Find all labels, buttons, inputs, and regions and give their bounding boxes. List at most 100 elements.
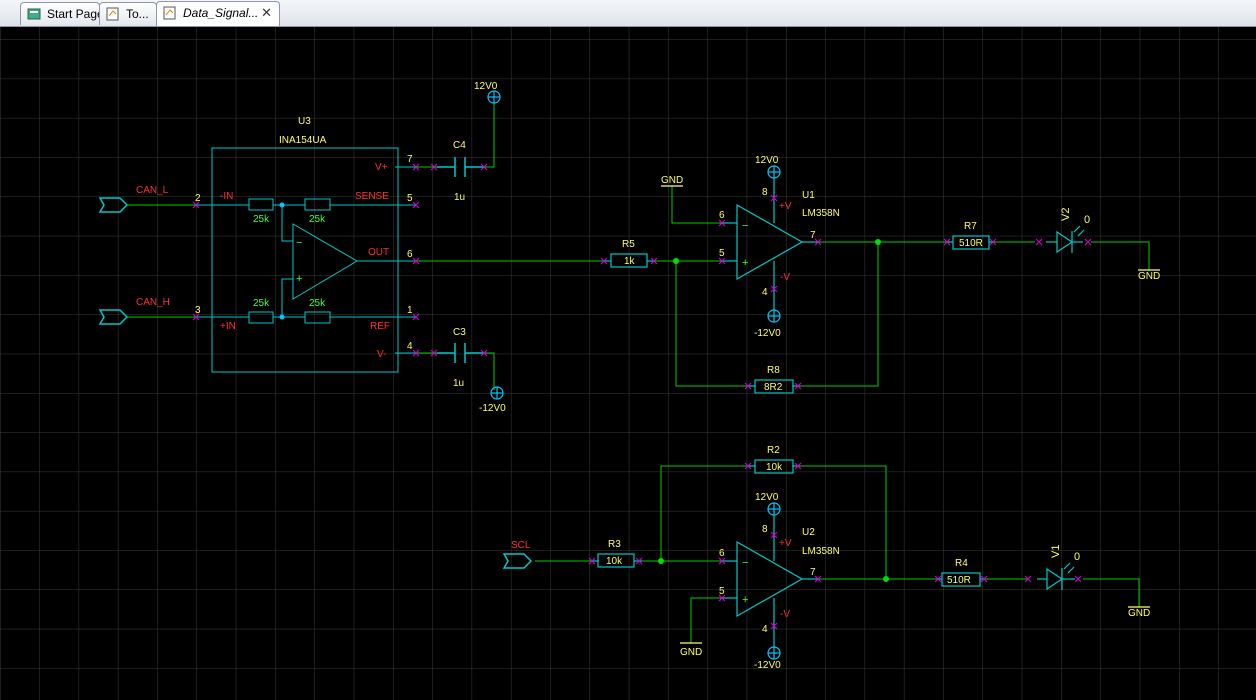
r25k-label: 25k xyxy=(253,298,270,309)
opamp-u2[interactable] xyxy=(722,515,818,647)
r25k-label: 25k xyxy=(309,214,326,225)
pin-markers xyxy=(192,163,1092,630)
tab-data-signal[interactable]: Data_Signal... ✕ xyxy=(156,1,280,26)
opamp-minus-sign: − xyxy=(742,220,748,232)
r7-ref: R7 xyxy=(964,221,977,232)
pin-number: 7 xyxy=(407,154,413,165)
led-v1[interactable] xyxy=(1037,562,1075,591)
opamp-minus-sign: − xyxy=(296,237,302,249)
gnd-label: GND xyxy=(680,647,702,658)
r5-value: 1k xyxy=(624,256,636,267)
r3-ref: R3 xyxy=(608,539,621,550)
pin-number: 5 xyxy=(719,586,725,597)
ina-junctions xyxy=(279,202,285,320)
document-tab-bar: Start Page To... Data_Signal... ✕ xyxy=(0,0,1256,27)
u2-value: LM358N xyxy=(802,546,840,557)
port-label-scl: SCL xyxy=(511,540,531,551)
pin-label-in-minus: -IN xyxy=(220,191,233,202)
tab-label: Start Page xyxy=(47,7,100,21)
power-symbol-12v-c4 xyxy=(487,90,501,104)
ina154-amplifier-u3[interactable] xyxy=(211,147,399,373)
pin-number: 2 xyxy=(195,193,201,204)
grid xyxy=(0,27,1256,700)
pin-label-ref: REF xyxy=(370,321,390,332)
gnd-label: GND xyxy=(661,175,683,186)
r25k-label: 25k xyxy=(309,298,326,309)
schematic-doc-icon xyxy=(106,7,120,21)
r25k-label: 25k xyxy=(253,214,270,225)
close-icon[interactable]: ✕ xyxy=(261,5,272,20)
port-label-can-l: CAN_L xyxy=(136,185,169,196)
pin-number: 6 xyxy=(407,249,413,260)
pin-number: 4 xyxy=(762,624,768,635)
pin-label-sense: SENSE xyxy=(355,191,389,202)
r8-ref: R8 xyxy=(767,365,780,376)
pin-label-vp: +V xyxy=(779,538,792,549)
c3-ref: C3 xyxy=(453,327,466,338)
pin-number: 4 xyxy=(762,287,768,298)
u1-value: LM358N xyxy=(802,208,840,219)
pin-label-vplus: V+ xyxy=(375,162,388,173)
pin-label-vm: -V xyxy=(780,609,790,620)
v1-value: 0 xyxy=(1074,551,1080,563)
c4-value: 1u xyxy=(454,192,465,203)
pin-number: 5 xyxy=(407,193,413,204)
pin-label-out: OUT xyxy=(368,247,389,258)
pin-number: 8 xyxy=(762,187,768,198)
port-scl[interactable] xyxy=(502,553,533,569)
port-can-h[interactable] xyxy=(98,309,129,325)
wires xyxy=(127,103,1150,643)
tab-label: Data_Signal... xyxy=(183,6,259,20)
pwr-label: -12V0 xyxy=(754,328,781,339)
led-v2[interactable] xyxy=(1046,225,1085,254)
pin-label-vm: -V xyxy=(780,272,790,283)
c4-ref: C4 xyxy=(453,140,466,151)
schematic-doc-icon xyxy=(163,6,177,20)
v2-ref: V2 xyxy=(1060,208,1072,221)
power-symbol-12v-u1 xyxy=(767,165,781,179)
v2-value: 0 xyxy=(1084,214,1090,226)
opamp-plus-sign: + xyxy=(296,273,302,285)
u1-ref: U1 xyxy=(802,190,815,201)
r4-ref: R4 xyxy=(955,558,968,569)
r3-value: 10k xyxy=(606,556,623,567)
schematic-canvas[interactable]: U3 INA154UA -IN +IN V+ SENSE OUT REF V- … xyxy=(0,27,1256,700)
opamp-plus-sign: + xyxy=(742,257,748,269)
pin-label-in-plus: +IN xyxy=(220,321,236,332)
gnd-label: GND xyxy=(1128,608,1150,619)
port-label-can-h: CAN_H xyxy=(136,297,170,308)
u3-value: INA154UA xyxy=(279,135,327,146)
u2-ref: U2 xyxy=(802,527,815,538)
power-symbol-m12v-c3 xyxy=(490,386,504,400)
r4-value: 510R xyxy=(947,575,971,586)
capacitor-c4[interactable] xyxy=(437,157,484,177)
tab-start-page[interactable]: Start Page xyxy=(20,2,100,25)
opamp-u1[interactable] xyxy=(722,178,818,310)
r2-value: 10k xyxy=(766,462,783,473)
u3-ref: U3 xyxy=(298,116,311,127)
pin-number: 7 xyxy=(810,230,816,241)
pin-number: 1 xyxy=(407,305,413,316)
pin-number: 5 xyxy=(719,248,725,259)
pwr-label: -12V0 xyxy=(479,403,506,414)
opamp-plus-sign: + xyxy=(742,594,748,606)
power-symbol-m12v-u2 xyxy=(767,646,781,660)
capacitor-c3[interactable] xyxy=(437,343,484,363)
power-symbol-m12v-u1 xyxy=(767,309,781,323)
pin-number: 6 xyxy=(719,210,725,221)
tab-to[interactable]: To... xyxy=(99,2,157,25)
r5-ref: R5 xyxy=(622,239,635,250)
pin-number: 6 xyxy=(719,548,725,559)
r7-value: 510R xyxy=(959,238,983,249)
c3-value: 1u xyxy=(453,378,464,389)
port-can-l[interactable] xyxy=(98,197,129,213)
pin-label-vminus: V- xyxy=(377,349,386,360)
r8-value: 8R2 xyxy=(764,382,783,393)
pin-number: 8 xyxy=(762,524,768,535)
pin-number: 7 xyxy=(810,567,816,578)
tab-label: To... xyxy=(126,7,149,21)
opamp-minus-sign: − xyxy=(742,557,748,569)
power-symbol-12v-u2 xyxy=(767,502,781,516)
v1-ref: V1 xyxy=(1050,545,1062,558)
pin-number: 3 xyxy=(195,305,201,316)
